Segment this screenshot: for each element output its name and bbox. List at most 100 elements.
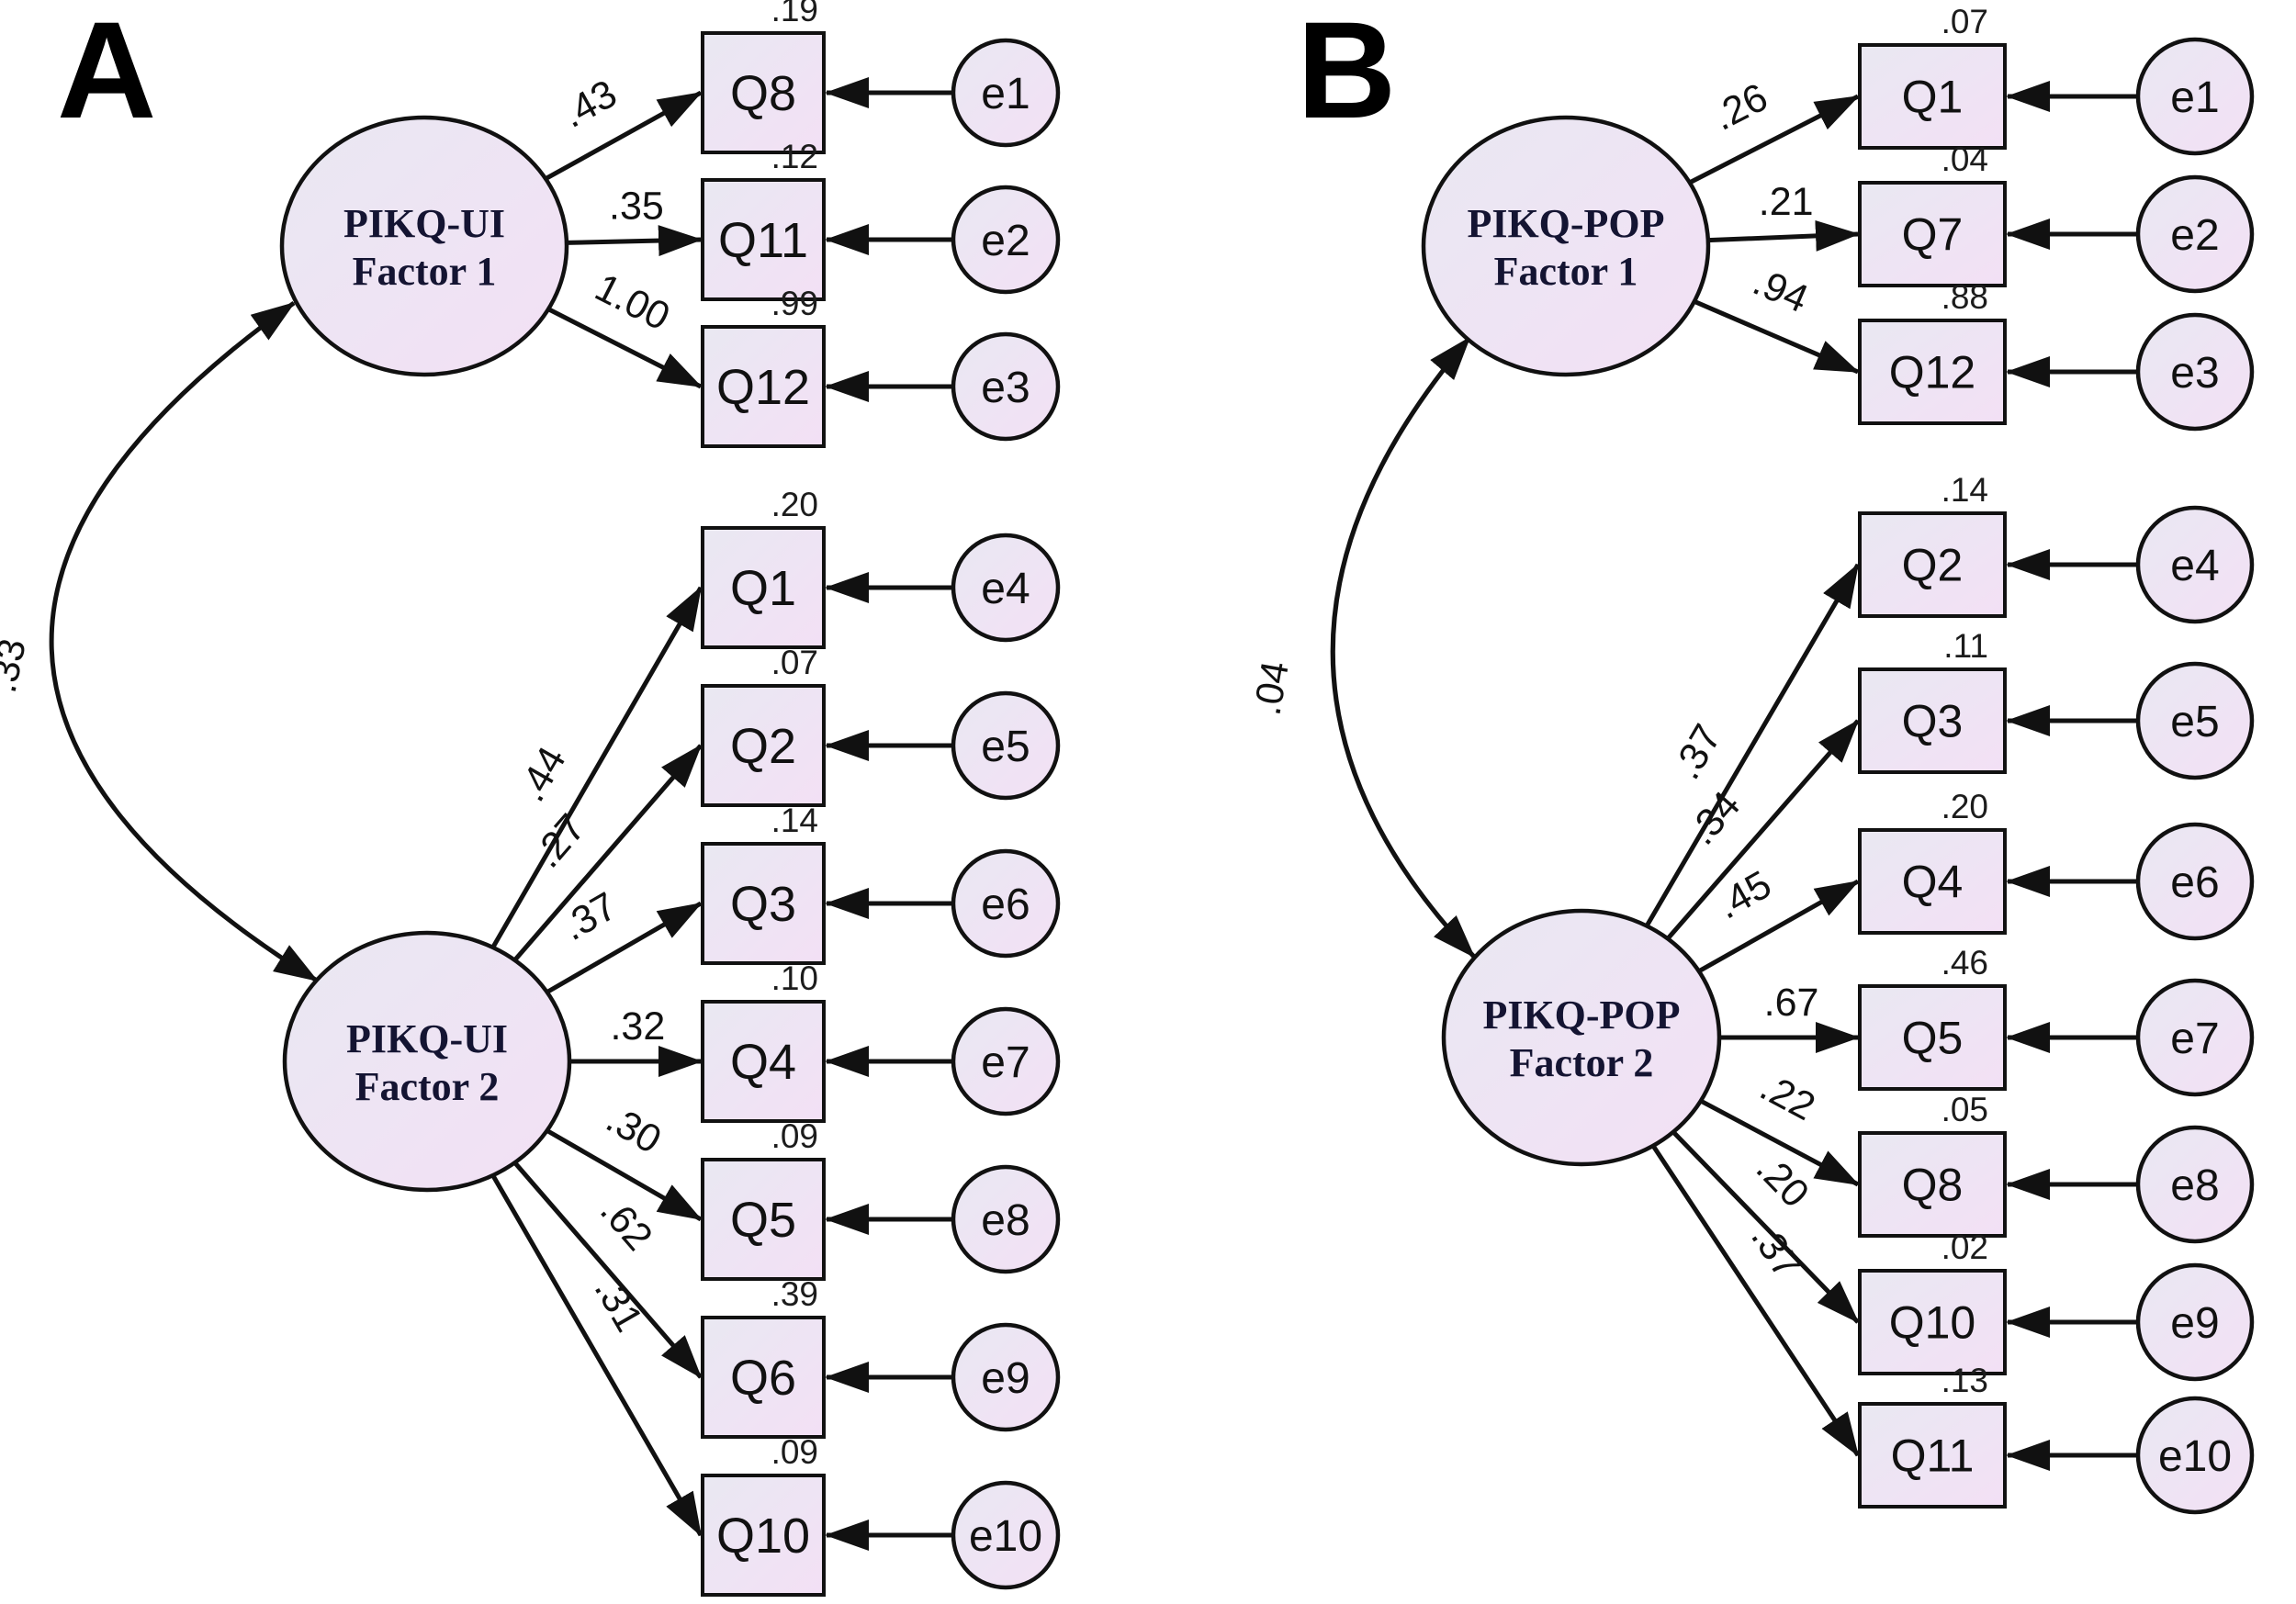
loading-value-A-Q5: .30 [599,1097,669,1162]
variance-value-B-Q4: .20 [1941,788,1988,825]
variance-value-A-Q4: .10 [771,959,818,997]
factor-number-line: Factor 1 [1494,249,1638,294]
loading-value-B-Q1: .26 [1705,75,1774,140]
indicator-label-A-Q2: Q2 [730,719,796,774]
error-label-A-e8: e8 [981,1196,1030,1245]
loading-value-B-Q7: .21 [1759,180,1814,224]
error-circle-B-e6 [2135,822,2255,941]
variance-value-B-Q12: .88 [1941,278,1988,316]
covariance-value-A: .33 [0,635,34,697]
error-label-A-e2: e2 [981,217,1030,265]
factor-ellipse-A-1 [279,115,569,377]
error-label-A-e9: e9 [981,1354,1030,1403]
indicator-box-B-Q11 [1858,1402,2007,1509]
indicator-label-B-Q3: Q3 [1902,696,1964,747]
error-label-B-e9: e9 [2170,1299,2219,1348]
variance-value-B-Q8: .05 [1941,1091,1988,1128]
variance-value-B-Q3: .11 [1943,627,1988,665]
variance-value-A-Q6: .39 [771,1275,818,1313]
indicator-box-A-Q11 [701,178,826,301]
loading-value-A-Q2: .27 [525,806,594,877]
indicator-box-A-Q12 [701,325,826,448]
error-label-A-e4: e4 [981,565,1030,613]
indicator-box-A-Q6 [701,1316,826,1439]
loading-arrow-B-Q8 [1699,1098,1860,1187]
factor-number-line: Factor 2 [1510,1040,1654,1085]
loading-arrow-B-Q12 [1693,298,1860,375]
variance-value-A-Q5: .09 [771,1117,818,1155]
error-circle-A-e6 [951,848,1061,959]
factor-ellipse-A-2 [282,930,572,1193]
loading-arrow-A-Q12 [546,307,703,389]
error-label-A-e10: e10 [969,1512,1042,1561]
variance-value-A-Q3: .14 [771,802,818,839]
loading-arrow-B-Q11 [1650,1144,1861,1457]
variance-value-B-Q2: .14 [1941,471,1988,509]
loading-value-A-Q4: .32 [610,1004,665,1049]
covariance-arrow-B [1330,336,1476,959]
variance-value-A-Q8: .19 [771,0,818,28]
variance-value-B-Q7: .04 [1941,140,1988,178]
error-circle-B-e10 [2135,1396,2255,1515]
indicator-label-A-Q12: Q12 [716,360,810,415]
indicator-box-B-Q10 [1858,1269,2007,1375]
factor-number-line: Factor 1 [353,249,497,294]
indicator-label-A-Q8: Q8 [730,66,796,121]
loading-value-B-Q11: .37 [1742,1217,1809,1286]
indicator-label-A-Q6: Q6 [730,1351,796,1406]
indicator-label-B-Q11: Q11 [1891,1430,1975,1482]
error-label-B-e2: e2 [2170,211,2219,260]
indicator-label-B-Q12: Q12 [1889,347,1976,398]
error-circle-A-e8 [951,1164,1061,1274]
loading-value-A-Q1: .44 [509,739,574,809]
error-label-B-e6: e6 [2170,858,2219,907]
error-circle-B-e7 [2135,978,2255,1097]
loading-arrow-B-Q7 [1707,219,1860,252]
variance-value-B-Q5: .46 [1941,944,1988,981]
error-circle-B-e5 [2135,661,2255,780]
error-label-A-e7: e7 [981,1038,1030,1087]
loading-value-A-Q8: .43 [555,72,625,137]
error-circle-A-e10 [951,1480,1061,1590]
indicator-label-B-Q2: Q2 [1902,540,1964,591]
loading-arrow-B-Q3 [1666,719,1860,941]
error-circle-A-e7 [951,1006,1061,1116]
indicator-label-A-Q1: Q1 [730,561,796,616]
error-label-B-e1: e1 [2170,73,2219,122]
error-circle-A-e3 [951,331,1061,442]
loading-arrow-A-Q1 [490,586,703,949]
loading-arrow-B-Q1 [1688,94,1860,185]
error-label-B-e7: e7 [2170,1015,2219,1063]
indicator-box-A-Q1 [701,526,826,649]
variance-value-A-Q1: .20 [771,486,818,523]
indicator-label-B-Q7: Q7 [1902,209,1964,261]
indicator-box-B-Q5 [1858,984,2007,1091]
loading-value-A-Q3: .37 [555,884,625,949]
loading-value-B-Q5: .67 [1764,981,1819,1025]
error-label-B-e8: e8 [2170,1161,2219,1210]
loading-value-A-Q12: 1.00 [588,265,676,340]
indicator-box-B-Q7 [1858,181,2007,287]
indicator-box-B-Q12 [1858,319,2007,425]
indicator-box-A-Q3 [701,842,826,965]
loading-value-B-Q8: .22 [1753,1065,1822,1129]
indicator-box-B-Q2 [1858,511,2007,618]
loading-value-A-Q10: .31 [586,1270,651,1340]
error-circle-B-e1 [2135,37,2255,156]
loading-arrow-A-Q10 [490,1173,703,1537]
panel-label-B: B [1297,0,1396,147]
variance-value-B-Q11: .13 [1941,1362,1988,1399]
factor-name-line: PIKQ-UI [346,1016,508,1061]
indicator-label-B-Q10: Q10 [1889,1297,1976,1349]
indicator-box-B-Q4 [1858,828,2007,935]
indicator-label-B-Q5: Q5 [1902,1013,1964,1064]
indicator-box-A-Q8 [701,31,826,154]
covariance-arrow-A [49,300,319,983]
error-label-A-e1: e1 [981,70,1030,118]
loading-value-A-Q11: .35 [609,185,664,229]
